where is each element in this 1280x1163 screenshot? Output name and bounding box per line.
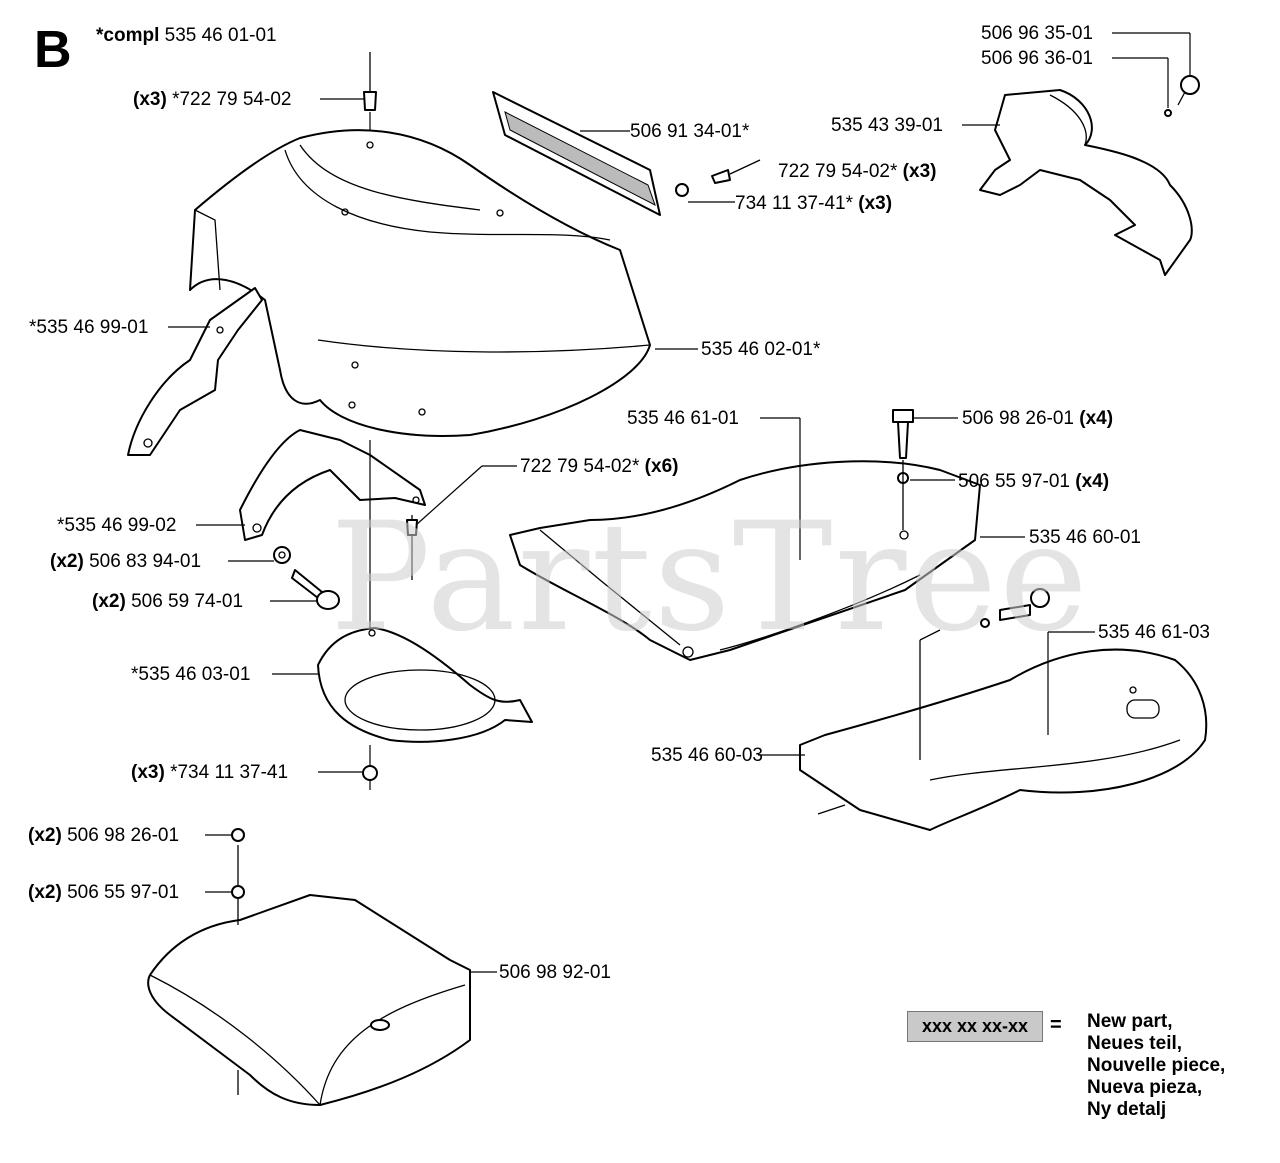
tray-upper: [509, 460, 981, 661]
part-label[interactable]: 734 11 37-41* (x3): [735, 194, 892, 213]
part-number: 535 46 61-01: [627, 408, 739, 429]
bottom-cover: [147, 828, 471, 1106]
legend-line: Neues teil,: [1087, 1033, 1183, 1054]
part-qty: (x2): [50, 551, 84, 572]
part-number: 506 96 36-01: [981, 48, 1093, 69]
compl-prefix: *compl: [96, 25, 160, 46]
part-number: 506 96 35-01: [981, 23, 1093, 44]
assembly-label: *compl 535 46 01-01: [96, 26, 277, 45]
part-label[interactable]: 506 55 97-01 (x4): [958, 472, 1109, 491]
part-number: 506 55 97-01: [67, 882, 180, 903]
part-qty: (x4): [1075, 471, 1110, 492]
top-rivet: [363, 52, 377, 140]
part-label[interactable]: 535 46 61-01: [627, 409, 739, 428]
legend-line: Nouvelle piece,: [1087, 1055, 1226, 1076]
part-qty: (x2): [92, 591, 126, 612]
part-number: 506 98 26-01: [962, 408, 1074, 429]
part-label[interactable]: 506 96 36-01: [981, 49, 1093, 68]
part-label[interactable]: 535 46 02-01*: [701, 340, 820, 359]
washer-bottom: [362, 765, 378, 781]
top-right-cover: [979, 75, 1200, 276]
legend-line: Ny detalj: [1087, 1099, 1167, 1120]
part-number: 535 46 61-03: [1098, 622, 1210, 643]
side-bracket-lower: [239, 429, 426, 580]
part-label[interactable]: (x3) *722 79 54-02: [133, 90, 291, 109]
side-bracket-left: [127, 287, 263, 456]
part-label[interactable]: *535 46 03-01: [131, 665, 250, 684]
tray-lower: [799, 588, 1208, 831]
part-label[interactable]: 535 43 39-01: [831, 116, 943, 135]
part-label[interactable]: (x2) 506 98 26-01: [28, 826, 179, 845]
part-number: 506 59 74-01: [131, 591, 244, 612]
part-number: *535 46 03-01: [131, 664, 251, 685]
part-number: *535 46 99-01: [29, 317, 149, 338]
part-label[interactable]: 506 98 92-01: [499, 963, 611, 982]
part-number: *722 79 54-02: [172, 89, 292, 110]
part-number: *734 11 37-41: [170, 762, 289, 783]
watermark: PartsTree: [330, 491, 1090, 665]
part-number: 506 91 34-01*: [630, 121, 750, 142]
screw-top-right: [892, 409, 914, 530]
part-label[interactable]: 722 79 54-02* (x6): [520, 457, 678, 476]
part-label[interactable]: (x2) 506 83 94-01: [50, 552, 201, 571]
section-letter: B: [34, 21, 72, 79]
part-qty: (x2): [28, 825, 62, 846]
part-qty: (x4): [1079, 408, 1114, 429]
part-number: 722 79 54-02*: [520, 456, 640, 477]
part-qty: (x3): [133, 89, 167, 110]
part-number: 535 43 39-01: [831, 115, 943, 136]
part-number: 535 46 60-01: [1029, 527, 1141, 548]
part-qty: (x3): [131, 762, 165, 783]
part-label[interactable]: 722 79 54-02* (x3): [778, 162, 936, 181]
part-qty: (x3): [858, 193, 893, 214]
part-number: 722 79 54-02*: [778, 161, 898, 182]
part-qty: (x2): [28, 882, 62, 903]
part-number: 734 11 37-41*: [735, 193, 853, 214]
part-label[interactable]: (x3) *734 11 37-41: [131, 763, 288, 782]
part-number: 506 98 26-01: [67, 825, 180, 846]
part-number: *535 46 99-02: [57, 515, 177, 536]
part-number: 506 55 97-01: [958, 471, 1070, 492]
part-label[interactable]: *535 46 99-01: [29, 318, 148, 337]
part-label[interactable]: 535 46 60-03: [651, 746, 763, 765]
part-label[interactable]: 506 91 34-01*: [630, 122, 749, 141]
new-part-legend-box: xxx xx xx-xx: [907, 1011, 1043, 1042]
part-label[interactable]: (x2) 506 55 97-01: [28, 883, 179, 902]
part-label[interactable]: 535 46 61-03: [1098, 623, 1210, 642]
part-label[interactable]: 535 46 60-01: [1029, 528, 1141, 547]
compl-number: 535 46 01-01: [164, 25, 277, 46]
part-label[interactable]: *535 46 99-02: [57, 516, 176, 535]
legend-equals: =: [1050, 1014, 1062, 1036]
part-qty: (x3): [902, 161, 937, 182]
part-number: 535 46 02-01*: [701, 339, 821, 360]
grille-panel: [492, 91, 761, 216]
legend-text: New part, Neues teil, Nouvelle piece, Nu…: [1087, 1011, 1225, 1121]
part-number: 506 98 92-01: [499, 962, 611, 983]
part-label[interactable]: (x2) 506 59 74-01: [92, 592, 243, 611]
legend-line: New part,: [1087, 1011, 1173, 1032]
part-qty: (x6): [644, 456, 679, 477]
bowl-part: [317, 627, 533, 743]
main-cover: [189, 129, 651, 437]
leader-lines: [168, 32, 1191, 973]
part-label[interactable]: 506 96 35-01: [981, 24, 1093, 43]
part-number: 506 83 94-01: [89, 551, 202, 572]
part-number: 535 46 60-03: [651, 745, 763, 766]
legend-line: Nueva pieza,: [1087, 1077, 1203, 1098]
part-label[interactable]: 506 98 26-01 (x4): [962, 409, 1113, 428]
washer-bolt-left: [273, 546, 340, 610]
